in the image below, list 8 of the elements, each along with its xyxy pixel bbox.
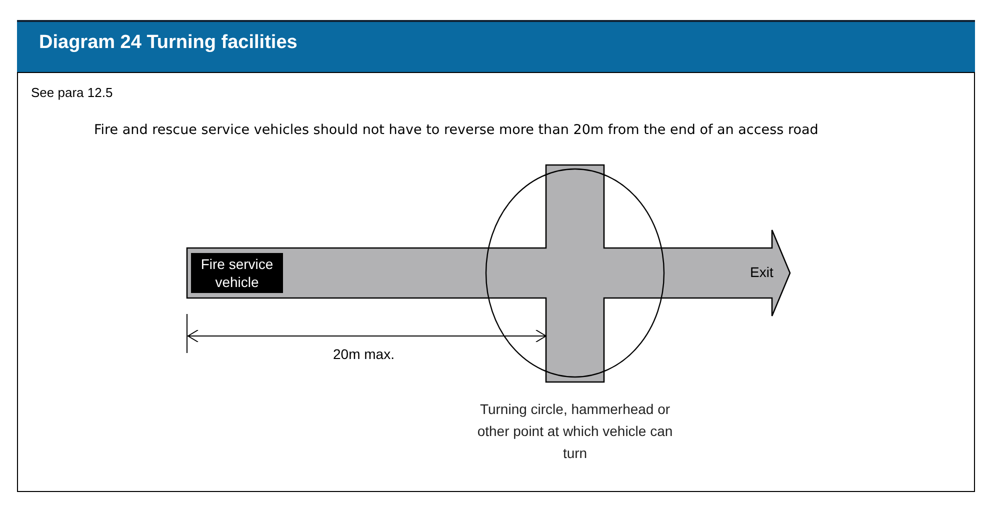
reference-note: See para 12.5: [31, 85, 113, 100]
vehicle-box: [191, 253, 283, 293]
intro-text: Fire and rescue service vehicles should not have to reverse more than 20m from the end of an access road: [94, 122, 818, 138]
dimension-label: 20m max.: [333, 346, 394, 362]
exit-label: Exit: [750, 264, 774, 280]
turning-point-caption: Turning circle, hammerhead or other point at which vehicle can turn: [476, 400, 674, 463]
diagram-title: Diagram 24 Turning facilities: [39, 32, 298, 54]
vehicle-label: Fire service vehicle: [200, 255, 274, 291]
